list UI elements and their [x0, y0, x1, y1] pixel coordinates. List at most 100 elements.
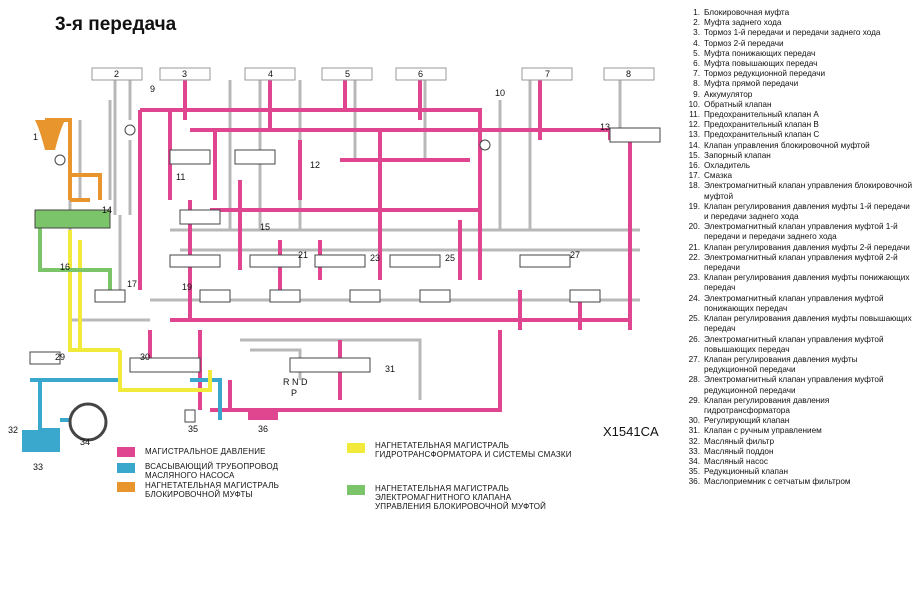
oil-pump: [68, 402, 108, 442]
part-name: Муфта заднего хода: [704, 18, 782, 28]
part-number: 19.: [688, 201, 700, 211]
parts-list-item: 4. Тормоз 2-й передачи: [680, 39, 912, 49]
callout-3: 3: [182, 69, 187, 79]
part-name: Клапан регулирования давления гидротранс…: [704, 395, 830, 415]
callout-16: 16: [60, 262, 70, 272]
part-number: 24.: [688, 293, 700, 303]
parts-list-item: 36.Маслоприемник с сетчатым фильтром: [680, 477, 912, 487]
grey-lines: [68, 78, 640, 400]
part-number: 14.: [688, 140, 700, 150]
parts-list-item: 23.Клапан регулирования давления муфты п…: [680, 273, 912, 293]
callout-1: 1: [33, 132, 38, 142]
parts-list-item: 17.Смазка: [680, 171, 912, 181]
part-name: Тормоз редукционной передачи: [704, 69, 826, 79]
page-title: 3-я передача: [55, 14, 177, 35]
part-name: Предохранительный клапан B: [704, 120, 819, 130]
part-number: 17.: [688, 171, 700, 181]
part-name: Охладитель: [704, 161, 751, 171]
part-number: 4.: [693, 38, 700, 48]
valve-13: [609, 127, 661, 143]
callout-8: 8: [626, 69, 631, 79]
part-name: Регулирующий клапан: [704, 416, 790, 426]
parts-list-item: 26.Электромагнитный клапан управления му…: [680, 335, 912, 355]
solenoid-18: [94, 289, 126, 303]
check-b: [124, 124, 136, 136]
callout-5: 5: [345, 69, 350, 79]
callout-6: 6: [418, 69, 423, 79]
box-4: [244, 67, 296, 81]
part-number: 22.: [688, 252, 700, 262]
parts-list-item: 11.Предохранительный клапан A: [680, 110, 912, 120]
valve-23: [314, 254, 366, 268]
callout-19: 19: [182, 282, 192, 292]
parts-list-item: 1.Блокировочная муфта: [680, 8, 912, 18]
legend-swatch-suction: [117, 463, 135, 473]
parts-list-item: 8.Муфта прямой передачи: [680, 79, 912, 89]
callout-2: 2: [114, 69, 119, 79]
valve-29: [29, 351, 61, 365]
part-name: Клапан регулирования давления муфты реду…: [704, 354, 858, 375]
valve-25: [389, 254, 441, 268]
callout-11: 11: [176, 172, 185, 182]
part-number: 7.: [693, 69, 700, 79]
part-name: Электромагнитный клапан управления муфто…: [704, 222, 898, 242]
valve-12: [234, 149, 276, 165]
part-number: 23.: [688, 273, 700, 283]
check-a: [54, 154, 66, 166]
part-name: Тормоз 1-й передачи и передачи заднего х…: [704, 28, 881, 38]
parts-list-item: 22. Электромагнитный клапан управления му…: [680, 253, 912, 273]
solenoid-28: [569, 289, 601, 303]
components: [22, 67, 661, 452]
parts-list-item: 18.Электромагнитный клапан управления бл…: [680, 181, 912, 201]
callout-9: 9: [150, 84, 155, 94]
part-number: 35.: [688, 467, 700, 477]
parts-list-item: 5.Муфта понижающих передач: [680, 49, 912, 59]
part-number: 28.: [688, 375, 700, 385]
pink-lines: [138, 78, 632, 412]
part-number: 12.: [688, 120, 700, 130]
valve-30: [129, 357, 201, 373]
part-name: Блокировочная муфта: [704, 8, 790, 17]
part-number: 2.: [693, 18, 700, 28]
parts-list-item: 20.Электромагнитный клапан управления му…: [680, 222, 912, 242]
solenoid-26: [419, 289, 451, 303]
parts-list-item: 34.Масляный насос: [680, 457, 912, 467]
solenoid-20: [199, 289, 231, 303]
part-number: 21.: [688, 242, 700, 252]
parts-list-item: 2. Муфта заднего хода: [680, 18, 912, 28]
part-number: 6.: [693, 59, 700, 69]
selector-park: P: [291, 388, 297, 398]
part-name: Тормоз 2-й передачи: [704, 38, 784, 48]
part-name: Электромагнитный клапан управления муфто…: [704, 375, 884, 395]
legend-label-converter: НАГНЕТАТЕЛЬНАЯ МАГИСТРАЛЬ ГИДРОТРАНСФОРМ…: [375, 441, 572, 459]
callout-10: 10: [495, 88, 505, 98]
part-number: 34.: [688, 456, 700, 466]
part-name: Масляный фильтр: [704, 436, 775, 446]
parts-list-item: 31.Клапан с ручным управлением: [680, 426, 912, 436]
callout-34: 34: [80, 437, 90, 447]
parts-list-item: 16. Охладитель: [680, 161, 912, 171]
part-number: 16.: [688, 161, 700, 171]
reducing-valve: [184, 409, 196, 423]
parts-list-item: 7. Тормоз редукционной передачи: [680, 69, 912, 79]
legend-label-lockup: НАГНЕТАТЕЛЬНАЯ МАГИСТРАЛЬ БЛОКИРОВОЧНОЙ …: [145, 481, 280, 499]
legend-swatch-solenoid: [347, 485, 365, 495]
callout-17: 17: [127, 279, 137, 289]
part-name: Электромагнитный клапан управления муфто…: [704, 252, 898, 273]
part-name: Клапан регулирования давления муфты 2-й …: [704, 242, 910, 252]
part-name: Редукционный клапан: [704, 467, 789, 477]
part-number: 25.: [688, 314, 700, 324]
legend-label-solenoid: НАГНЕТАТЕЛЬНАЯ МАГИСТРАЛЬ ЭЛЕКТРОМАГНИТН…: [375, 484, 547, 511]
part-number: 29.: [688, 395, 700, 405]
parts-list-item: 27.Клапан регулирования давления муфты р…: [680, 355, 912, 375]
callout-27: 27: [570, 250, 580, 260]
parts-list-item: 24.Электромагнитный клапан управления му…: [680, 294, 912, 314]
part-number: 3.: [693, 28, 700, 38]
callout-7: 7: [545, 69, 550, 79]
parts-list-item: 15.Запорный клапан: [680, 151, 912, 161]
part-number: 10.: [688, 99, 700, 109]
valve-21: [249, 254, 301, 268]
part-number: 15.: [688, 150, 700, 160]
